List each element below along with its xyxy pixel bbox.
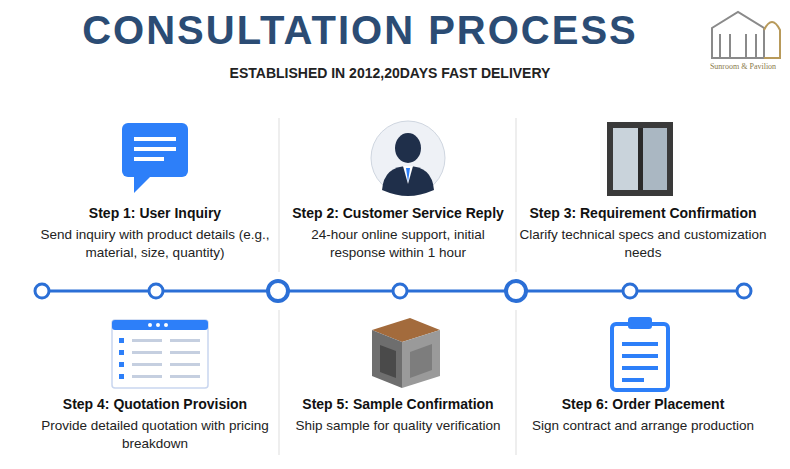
step-box: Step 2: Customer Service Reply 24-hour on… — [282, 204, 514, 262]
step-heading: Step 3: Requirement Confirmation — [518, 204, 768, 222]
step-heading: Step 6: Order Placement — [518, 395, 768, 413]
person-icon — [371, 121, 445, 196]
step-box: Step 6: Order PlacementSign contract and… — [518, 395, 768, 435]
window-icon — [607, 122, 673, 196]
clipboard-icon — [612, 317, 668, 390]
diagram-title: CONSULTATION PROCESS — [60, 6, 660, 54]
step-box: Step 1: User InquirySend inquiry with pr… — [32, 204, 278, 262]
timeline — [35, 281, 751, 301]
step-box: Step 3: Requirement ConfirmationClarify … — [518, 204, 768, 262]
logo-text: Sunroom & Pavilion — [696, 62, 790, 72]
step-description: Send inquiry with product details (e.g.,… — [32, 226, 278, 262]
table-icon — [112, 320, 208, 388]
step-description: Sign contract and arrange production — [518, 417, 768, 435]
separator-line — [279, 118, 516, 455]
step-box: Step 5: Sample ConfirmationShip sample f… — [282, 395, 514, 435]
step-description: Provide detailed quotation with pricing … — [32, 417, 278, 453]
step-description: Ship sample for quality verification — [282, 417, 514, 435]
sample-icon — [372, 318, 440, 388]
step-heading: Step 4: Quotation Provision — [32, 395, 278, 413]
step-heading: Step 2: Customer Service Reply — [282, 204, 514, 222]
step-heading: Step 1: User Inquiry — [32, 204, 278, 222]
step-description: 24-hour online support, initial response… — [282, 226, 514, 262]
subtitle: ESTABLISHED IN 2012,20DAYS FAST DELIVERY — [150, 64, 630, 82]
step-description: Clarify technical specs and customizatio… — [518, 226, 768, 262]
step-box: Step 4: Quotation ProvisionProvide detai… — [32, 395, 278, 453]
step-heading: Step 5: Sample Confirmation — [282, 395, 514, 413]
chat-icon — [122, 123, 188, 193]
logo-icon — [712, 12, 780, 58]
